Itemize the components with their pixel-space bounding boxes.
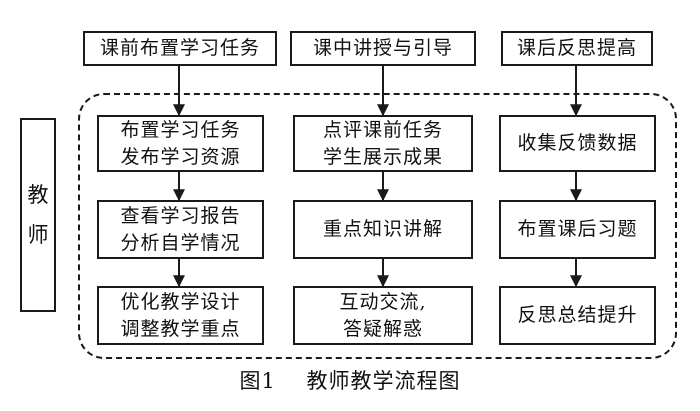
- header-after-class: 课后反思提高: [501, 31, 653, 66]
- step-box: 点评课前任务 学生展示成果: [293, 115, 473, 172]
- figure-title: 教师教学流程图: [306, 369, 461, 393]
- step-box: 互动交流, 答疑解惑: [293, 286, 473, 345]
- header-pre-class: 课前布置学习任务: [83, 31, 277, 66]
- teacher-label-box: 教 师: [20, 118, 56, 312]
- figure-number: 图1: [239, 369, 276, 393]
- step-box: 查看学习报告 分析自学情况: [97, 200, 264, 259]
- step-box: 重点知识讲解: [293, 200, 473, 259]
- step-box: 反思总结提升: [499, 286, 656, 345]
- teacher-activity-region: [78, 93, 677, 359]
- step-box: 优化教学设计 调整教学重点: [97, 286, 264, 345]
- header-in-class: 课中讲授与引导: [290, 31, 476, 66]
- figure-caption: 图1 教师教学流程图: [0, 365, 700, 395]
- teacher-label-char: 教: [27, 183, 49, 207]
- step-box: 布置课后习题: [499, 200, 656, 259]
- teacher-label-char: 师: [27, 223, 49, 247]
- step-box: 布置学习任务 发布学习资源: [97, 115, 264, 172]
- step-box: 收集反馈数据: [499, 115, 656, 172]
